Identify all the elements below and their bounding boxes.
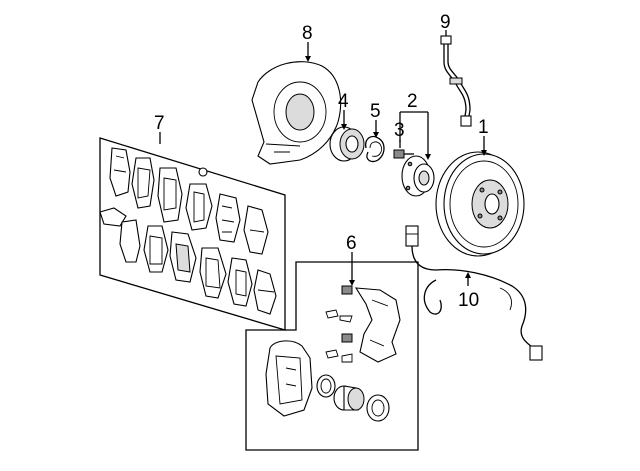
brake-pads-group bbox=[99, 147, 277, 315]
wheel-hub bbox=[401, 155, 435, 197]
callout-10: 10 bbox=[458, 290, 479, 311]
wheel-bearing bbox=[329, 126, 365, 162]
callout-3: 3 bbox=[394, 120, 405, 141]
callout-8: 8 bbox=[302, 23, 313, 44]
brake-hose bbox=[440, 35, 472, 127]
callout-7: 7 bbox=[154, 113, 165, 134]
callout-5: 5 bbox=[370, 101, 381, 122]
callout-6: 6 bbox=[346, 233, 357, 254]
callout-2: 2 bbox=[407, 91, 418, 112]
callout-leaders bbox=[159, 30, 487, 286]
callout-labels: 1 2 3 4 5 6 7 8 9 10 bbox=[154, 12, 489, 311]
snap-ring bbox=[365, 135, 385, 163]
callout-1: 1 bbox=[478, 117, 489, 138]
callout-4: 4 bbox=[338, 91, 349, 112]
hub-bolt bbox=[393, 149, 414, 159]
callout-9: 9 bbox=[440, 12, 451, 33]
brake-rotor bbox=[435, 151, 525, 257]
abs-sensor bbox=[405, 225, 543, 361]
caliper-kit-box bbox=[245, 261, 419, 451]
dust-shield bbox=[251, 61, 342, 165]
caliper-parts bbox=[265, 285, 401, 422]
